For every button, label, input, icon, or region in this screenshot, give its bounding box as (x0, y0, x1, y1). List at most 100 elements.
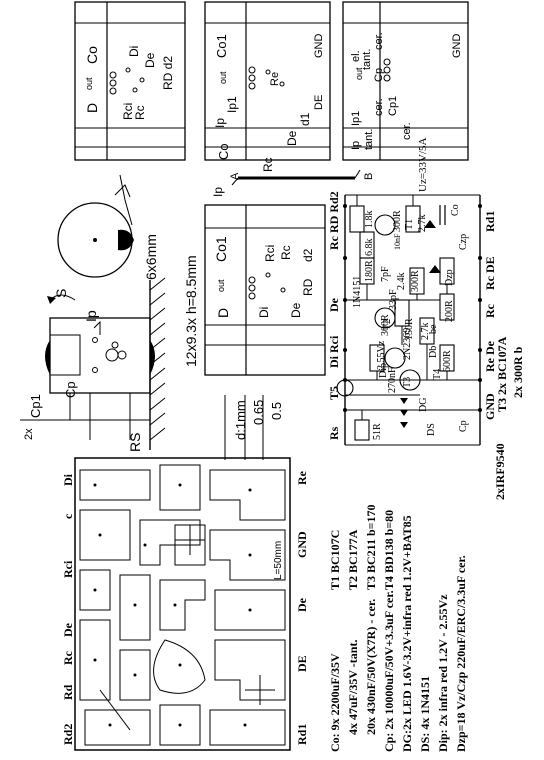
mech-d-1: 0.65 (251, 400, 266, 425)
m2-de2: DE (313, 95, 325, 110)
notes: Co: 9x 2200uF/35V 4x 47uF/35V -tant. 20x… (328, 515, 468, 752)
mech-cp: Cp (63, 381, 78, 398)
pcb-right-rd1: Rd1 (295, 724, 309, 745)
m1-d: D (84, 103, 100, 113)
val-t1: T1 (404, 219, 415, 230)
m3-cer3: cer. (401, 122, 413, 140)
m2-d1: d1 (298, 112, 312, 126)
mech-dims: 12x9.3x h=8.5mm (183, 255, 199, 367)
val-7pf: 7pF (380, 266, 391, 282)
m2-co1: Co1 (214, 34, 229, 58)
val-300r-b: 300R (410, 270, 421, 292)
note-dzp: Dzp=18 Vz/Czp 220uF/ERC/3.3uF cer. (454, 555, 468, 752)
sch-bot-3: Rc (483, 303, 497, 318)
pcb-left-c: c (61, 513, 75, 519)
val-33pf: 33pF (388, 289, 399, 310)
val-czp: Czp (458, 234, 469, 250)
schematic: Ip A B Uz=33V/5A Co (211, 137, 525, 500)
m4-out: out (216, 279, 226, 292)
note-dg: DG:2x LED 1.6V-3.2V+infra red 1.2V+BAT85 (400, 515, 414, 752)
val-200r: 200R (444, 300, 455, 322)
sch-bot-2: Rc DE (483, 256, 497, 290)
m2-out: out (218, 71, 228, 84)
sch-mosfet: 2xIRF9540 (493, 443, 507, 500)
module-1: D out Co Rci Rc Di De RD d2 (74, 1, 186, 161)
val-t4: T4 (432, 369, 443, 380)
sch-top-2: De (327, 297, 341, 312)
pcb-right-de2: De (295, 597, 309, 612)
module-4: D out Co1 Rci Rc Di De RD d2 (204, 204, 326, 376)
m4-d2: d2 (301, 248, 315, 262)
mech-d-title: d:1mm (233, 400, 248, 440)
val-2-7k: 2.7k (417, 215, 428, 233)
parts-t1: T1 BC107C (328, 530, 342, 590)
val-t3: T3 (402, 377, 413, 388)
mech-cp1: Cp1 (28, 394, 43, 418)
sch-top-1: Rc RD Rd2 (327, 191, 341, 250)
parts-t3: T3 BC211 b=170 (364, 504, 378, 590)
m1-rci: Rci (121, 103, 135, 120)
m4-d: D (215, 308, 231, 318)
sch-top-3: Di Rci (327, 335, 341, 368)
note-tant: 4x 47uF/35V -tant. (346, 640, 360, 735)
m4-rci: Rci (263, 245, 277, 262)
m1-out: out (84, 77, 94, 90)
m3-cer2: cer. (373, 98, 385, 116)
mech-d-2: 0.5 (269, 402, 284, 420)
parts-t2: T2 BC177A (346, 529, 360, 590)
m4-rc: Rc (279, 245, 293, 260)
m3-el: el. (350, 50, 362, 62)
m2-co: Co (216, 143, 231, 160)
val-db: Db (428, 346, 439, 358)
m2-ip: Ip (213, 118, 227, 128)
parts-t4: T4 BD138 b=80 (382, 510, 396, 590)
m3-cp: Cp (373, 68, 385, 82)
pcb-right-re: Re (295, 470, 309, 485)
note-ds: DS: 4x 1N4151 (418, 676, 432, 752)
note-co: Co: 9x 2200uF/35V (328, 653, 342, 752)
mech-ip: Ip (83, 310, 99, 322)
parts-list: T1 BC107C T2 BC177A T3 BC211 b=170 T4 BD… (328, 504, 396, 590)
val-cp: Cp (458, 420, 469, 432)
val-dip: Dip (378, 363, 389, 378)
mech-s: S (53, 289, 69, 298)
val-1n4151: 1N4151 (352, 276, 363, 308)
val-2n2369: 2N2369 (402, 328, 413, 360)
sch-top-5: Rs (327, 426, 341, 440)
pcb-left-rc: Rc (61, 650, 75, 665)
val-2-7k-b: 2.7k (420, 323, 431, 341)
pcb-left-rci: Rci (61, 560, 75, 578)
note-dip: Dip: 2x infra red 1.2V - 2.55Vz (436, 594, 450, 752)
pcb-left-rd: Rd (61, 684, 75, 700)
m1-rc: Rc (133, 105, 147, 120)
sch-res: 2x 300R b (511, 346, 525, 398)
val-be: be (428, 324, 439, 334)
sch-transistors: T3 2x BC107A (495, 336, 509, 412)
sch-bot-5: GND (483, 393, 497, 420)
pcb-left-di: Di (61, 473, 75, 486)
m3-tant: tant. (361, 49, 373, 70)
val-t2: T2 (382, 319, 393, 330)
pcb-left-de: De (61, 622, 75, 637)
m3-out: out (354, 67, 364, 80)
sch-co: Co (450, 204, 461, 216)
m4-co1: Co1 (213, 236, 229, 262)
val-dzp: Dzp (444, 269, 455, 286)
val-51r: 51R (372, 423, 383, 440)
m4-de: De (289, 302, 303, 318)
note-cp: Cp: 2x 10000uF/50V+3.3uF cer. (382, 590, 396, 752)
m4-rd: RD (301, 278, 315, 296)
module-2: Co Ip Ip1 out Co1 GND Re Rc De d1 DE (204, 1, 331, 172)
m2-gnd: GND (313, 34, 325, 59)
sch-top-4: T5 (327, 386, 341, 400)
m2-de: De (285, 130, 299, 146)
m3-cer: cer. (373, 32, 385, 50)
val-300r: 300R (392, 210, 403, 232)
m1-de: De (143, 52, 157, 68)
val-2-55vz: 2.55Vz (376, 340, 387, 370)
m1-di: Di (127, 46, 141, 57)
val-ds: DS (426, 423, 437, 436)
note-cer: 20x 430nF/50V(X7R) - cer. (364, 599, 378, 735)
m2-re: Re (269, 72, 281, 86)
